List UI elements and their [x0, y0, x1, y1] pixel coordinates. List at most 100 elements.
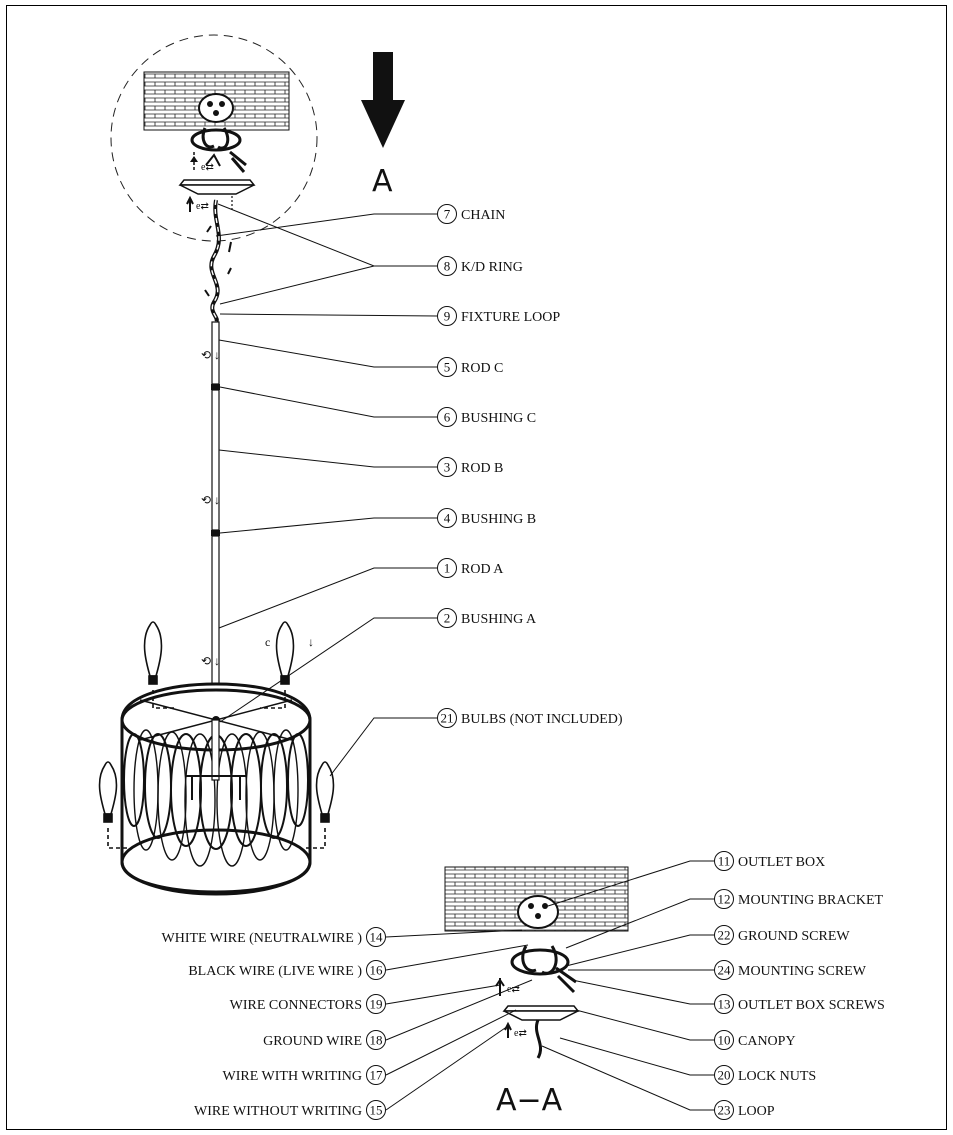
callout-circle: [366, 960, 386, 980]
section-part-labels: 11 OUTLET BOX 12 MOUNTING BRACKET 22 GROUND S…: [714, 851, 885, 1120]
callout-24: 24 MOUNTING SCREW: [714, 960, 867, 980]
callout-circle: [437, 708, 457, 728]
bulbs: c ↓: [98, 621, 335, 849]
svg-text:↓: ↓: [308, 635, 314, 649]
callout-label: MOUNTING SCREW: [738, 964, 867, 979]
callout-number: 4: [444, 511, 451, 526]
ceiling-detail: e⇄ e⇄: [110, 34, 318, 242]
callout-circle: [437, 558, 457, 578]
callout-label: GROUND SCREW: [738, 929, 850, 944]
callout-22: 22 GROUND SCREW: [714, 925, 850, 945]
callout-circle: [437, 608, 457, 628]
svg-text:⟲ ↓: ⟲ ↓: [201, 493, 220, 507]
callout-circle: [714, 1100, 734, 1120]
bushing-c-shape: [211, 384, 220, 390]
svg-text:⟲ ↓: ⟲ ↓: [201, 348, 220, 362]
callout-label: K/D RING: [461, 260, 523, 275]
svg-text:c: c: [265, 635, 270, 649]
callout-circle: [437, 256, 457, 276]
callout-label: WIRE WITHOUT WRITING: [194, 1104, 362, 1119]
fixture-cage: [120, 682, 312, 896]
callout-label: BUSHING A: [461, 612, 537, 627]
callout-circle: [714, 889, 734, 909]
callout-number: 3: [444, 460, 451, 475]
svg-text:e⇄: e⇄: [507, 984, 520, 995]
rod-b-shape: [211, 389, 220, 531]
callout-label: WIRE WITH WRITING: [223, 1069, 362, 1084]
callout-number: 24: [718, 963, 732, 978]
callout-label: LOCK NUTS: [738, 1069, 816, 1084]
bushing-b-shape: [211, 530, 220, 536]
leader-lines: [215, 203, 714, 1111]
callout-label: ROD C: [461, 361, 503, 376]
section-aa-detail: e⇄ e⇄: [444, 866, 629, 1059]
callout-number: 18: [370, 1033, 383, 1048]
callout-circle: [714, 1030, 734, 1050]
svg-text:e⇄: e⇄: [196, 201, 209, 212]
callout-number: 17: [370, 1068, 384, 1083]
callout-circle: [366, 994, 386, 1014]
callout-4: 4 BUSHING B: [437, 508, 536, 528]
callout-18: 18 GROUND WIRE: [263, 1030, 386, 1050]
callout-label: BLACK WIRE (LIVE WIRE ): [188, 964, 362, 979]
callout-12: 12 MOUNTING BRACKET: [714, 889, 884, 909]
callout-label: BUSHING C: [461, 411, 536, 426]
callout-2: 2 BUSHING A: [437, 608, 537, 628]
svg-text:e⇄: e⇄: [201, 162, 214, 173]
callout-circle: [714, 960, 734, 980]
callout-9: 9 FIXTURE LOOP: [437, 306, 560, 326]
chain: [204, 199, 232, 324]
callout-label: CHAIN: [461, 208, 505, 223]
callout-number: 1: [444, 561, 451, 576]
callout-circle: [714, 925, 734, 945]
callout-number: 10: [718, 1033, 731, 1048]
svg-text:e⇄: e⇄: [514, 1028, 527, 1039]
callout-label: FIXTURE LOOP: [461, 310, 560, 325]
callout-circle: [366, 927, 386, 947]
rods: ⟲ ↓ ⟲ ↓ ⟲ ↓: [201, 321, 220, 747]
svg-text:⟲ ↓: ⟲ ↓: [201, 654, 220, 668]
callout-number: 22: [718, 928, 731, 943]
callout-number: 19: [370, 997, 383, 1012]
callout-label: OUTLET BOX: [738, 855, 825, 870]
callout-circle: [437, 357, 457, 377]
callout-circle: [437, 457, 457, 477]
mounting-bracket-top: [190, 128, 242, 152]
callout-10: 10 CANOPY: [714, 1030, 796, 1050]
callout-number: 11: [718, 854, 731, 869]
callout-number: 23: [718, 1103, 731, 1118]
callout-label: CANOPY: [738, 1034, 796, 1049]
callout-number: 12: [718, 892, 731, 907]
callout-circle: [437, 306, 457, 326]
callout-5: 5 ROD C: [437, 357, 503, 377]
callout-circle: [437, 508, 457, 528]
callout-label: BUSHING B: [461, 512, 536, 527]
callout-number: 2: [444, 611, 451, 626]
callout-circle: [437, 407, 457, 427]
view-marker-a: A: [372, 164, 393, 199]
callout-number: 21: [441, 711, 454, 726]
outlet-box-top: [198, 93, 234, 123]
callout-number: 9: [444, 309, 451, 324]
callout-label: WHITE WIRE (NEUTRALWIRE ): [162, 931, 363, 946]
callout-17: 17 WIRE WITH WRITING: [223, 1065, 386, 1085]
callout-number: 5: [444, 360, 451, 375]
callout-label: ROD A: [461, 562, 504, 577]
callout-number: 15: [370, 1103, 383, 1118]
callout-number: 6: [444, 410, 451, 425]
callout-label: MOUNTING BRACKET: [738, 893, 884, 908]
callout-circle: [714, 994, 734, 1014]
callout-circle: [714, 851, 734, 871]
callout-label: GROUND WIRE: [263, 1034, 362, 1049]
view-arrow: [361, 52, 405, 148]
